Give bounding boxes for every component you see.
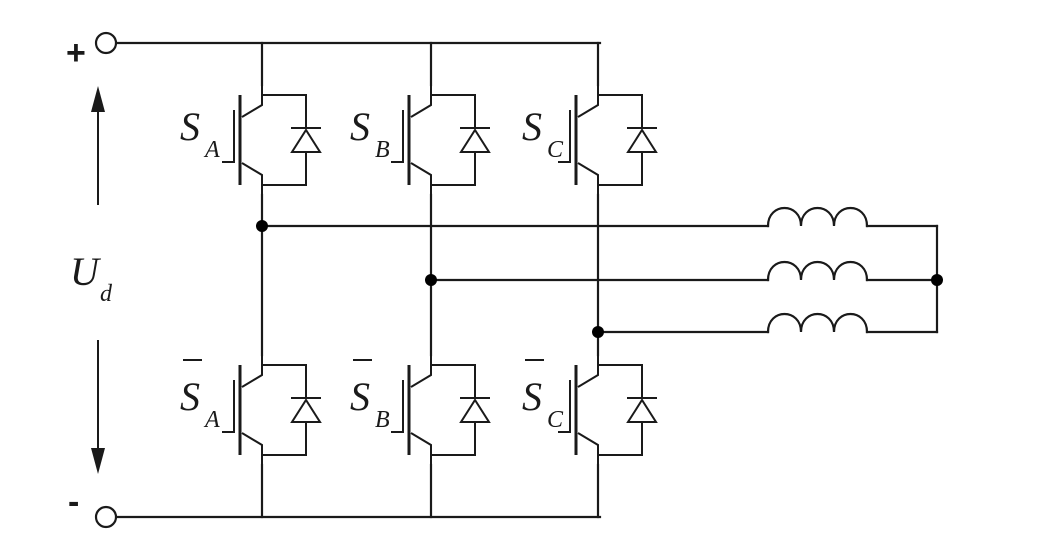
inductor-coil-a [766,207,869,228]
igbt-gate [391,380,404,433]
diode-icon [431,364,491,456]
switch-subscript-sc-bar: C [547,407,564,433]
diode-anode-lead [262,422,307,456]
diode-anode-lead [431,422,476,456]
igbt-emitter [410,432,432,465]
igbt-gate [558,380,571,433]
igbt-gate [222,110,235,163]
arrow-down-icon [91,448,105,474]
switch-label-sc: S [522,104,542,149]
igbt-switch-sa-bar [222,355,322,465]
igbt-collector [241,85,263,118]
switch-label-sc-bar: S [522,374,542,419]
diode-anode-lead [598,152,643,186]
igbt-gate [391,110,404,163]
positive-terminal-icon [94,31,118,55]
inductive-load [766,207,939,334]
diode-triangle [290,398,322,423]
diode-icon [262,94,322,186]
phase-leg-a [222,41,322,519]
diode-triangle [459,398,491,423]
diode-triangle [626,128,658,153]
igbt-emitter [241,432,263,465]
diode-cathode-lead [262,94,307,128]
diode-triangle [290,128,322,153]
phase-legs [222,41,658,519]
diode-cathode-lead [598,364,643,398]
igbt-switch-sb-bar [391,355,491,465]
dc-voltage-arrow [91,86,105,474]
diode-cathode-lead [598,94,643,128]
switch-subscript-sa-bar: A [203,407,220,433]
arrow-up-icon [91,86,105,112]
igbt-switch-sc [558,85,658,195]
switch-subscript-sa: A [203,137,220,163]
star-point [931,224,943,334]
inductor-coil-c [766,313,869,334]
diode-anode-lead [431,152,476,186]
phase-leg-b [391,41,491,519]
diode-cathode-lead [431,364,476,398]
phase-outputs [256,220,770,338]
inductor-icon [766,261,939,282]
dc-voltage-subscript: d [100,281,113,307]
switch-label-sb: S [350,104,370,149]
phase-b-junction [425,274,437,286]
igbt-collector [410,355,432,388]
switch-subscript-sc: C [547,137,564,163]
igbt-gate [558,110,571,163]
switch-label-sa: S [180,104,200,149]
inductor-coil-b [766,261,869,282]
negative-terminal-icon [94,505,118,529]
switch-label-sb-bar: S [350,374,370,419]
diode-anode-lead [262,152,307,186]
diode-icon [598,364,658,456]
switch-subscript-sb: B [375,137,390,163]
diode-icon [598,94,658,186]
igbt-emitter [577,432,599,465]
igbt-gate [222,380,235,433]
igbt-emitter [410,162,432,195]
igbt-switch-sb [391,85,491,195]
igbt-switch-sa [222,85,322,195]
positive-sign: + [66,34,86,72]
neutral-junction [931,274,943,286]
diode-cathode-lead [262,364,307,398]
dc-voltage-label: U [70,249,102,294]
diode-anode-lead [598,422,643,456]
inductor-icon [766,313,939,334]
diode-icon [431,94,491,186]
dc-bus [114,41,602,519]
phase-a-junction [256,220,268,232]
diode-icon [262,364,322,456]
igbt-collector [577,85,599,118]
switch-labels: S A S B S C S A S B S C [180,104,564,433]
igbt-collector [410,85,432,118]
negative-sign: - [68,483,79,521]
igbt-switch-sc-bar [558,355,658,465]
diode-cathode-lead [431,94,476,128]
switch-label-sa-bar: S [180,374,200,419]
diode-triangle [626,398,658,423]
diode-triangle [459,128,491,153]
igbt-emitter [577,162,599,195]
igbt-emitter [241,162,263,195]
phase-c-junction [592,326,604,338]
igbt-collector [577,355,599,388]
inductor-icon [766,207,939,228]
switch-subscript-sb-bar: B [375,407,390,433]
igbt-collector [241,355,263,388]
